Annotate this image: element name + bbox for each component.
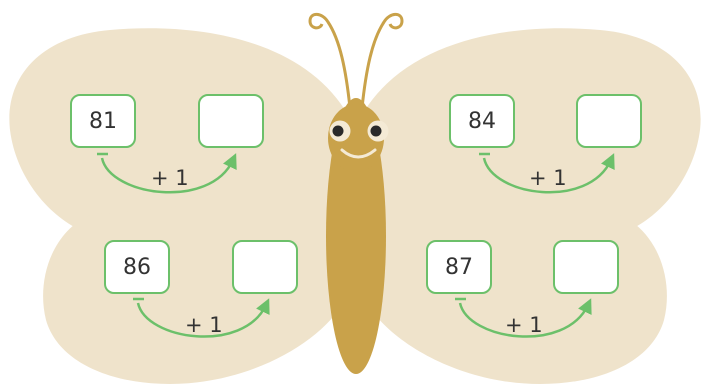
start-number-box: 86 bbox=[104, 240, 170, 294]
left-lower-wing bbox=[43, 190, 346, 384]
left-upper-wing bbox=[9, 28, 346, 233]
operation-label: + 1 bbox=[529, 166, 567, 190]
butterfly-body bbox=[326, 98, 386, 374]
right-pupil bbox=[370, 125, 382, 137]
right-upper-wing bbox=[365, 28, 701, 233]
left-antenna bbox=[308, 12, 352, 109]
smile bbox=[340, 148, 377, 159]
start-number-box: 81 bbox=[70, 94, 136, 148]
operation-label: + 1 bbox=[185, 313, 223, 337]
arrow-2 bbox=[479, 152, 615, 194]
left-pupil bbox=[332, 125, 344, 137]
answer-box[interactable] bbox=[198, 94, 264, 148]
answer-box[interactable] bbox=[553, 240, 619, 294]
operation-label: + 1 bbox=[151, 166, 189, 190]
operation-label: + 1 bbox=[505, 313, 543, 337]
answer-box[interactable] bbox=[232, 240, 298, 294]
arrow-1 bbox=[97, 152, 237, 194]
right-antenna bbox=[360, 12, 404, 109]
answer-box[interactable] bbox=[576, 94, 642, 148]
start-number-box: 84 bbox=[449, 94, 515, 148]
arrow-3 bbox=[133, 297, 270, 338]
start-number-box: 87 bbox=[426, 240, 492, 294]
arrow-4 bbox=[455, 297, 592, 338]
right-lower-wing bbox=[365, 190, 667, 384]
